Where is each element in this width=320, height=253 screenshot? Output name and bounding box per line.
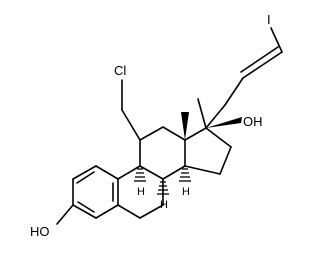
- hydrogen-hash-c9: [134, 168, 146, 182]
- hydrogen-hash-c8: [157, 181, 169, 195]
- ring-b: [117, 165, 164, 219]
- stereo-bonds: [134, 112, 242, 195]
- hydroxyl-bottom-label: HO: [30, 224, 50, 239]
- ring-a-aromatic: [72, 165, 119, 219]
- hydroxyl-wedge: [206, 117, 242, 128]
- iodine-label: I: [267, 12, 271, 27]
- hydrogen-label-c8: H: [160, 199, 168, 211]
- hydrogen-label-c9: H: [137, 186, 145, 198]
- chlorine-label: Cl: [114, 63, 126, 78]
- ring-c: [139, 126, 186, 180]
- methyl-wedge: [181, 112, 189, 140]
- hydrogen-hash-c14: [179, 168, 191, 182]
- substituent-bonds: [56, 27, 283, 225]
- hydrogen-label-c14: H: [182, 186, 190, 198]
- ring-d: [184, 127, 232, 175]
- hydroxyl-top-label: OH: [243, 114, 263, 129]
